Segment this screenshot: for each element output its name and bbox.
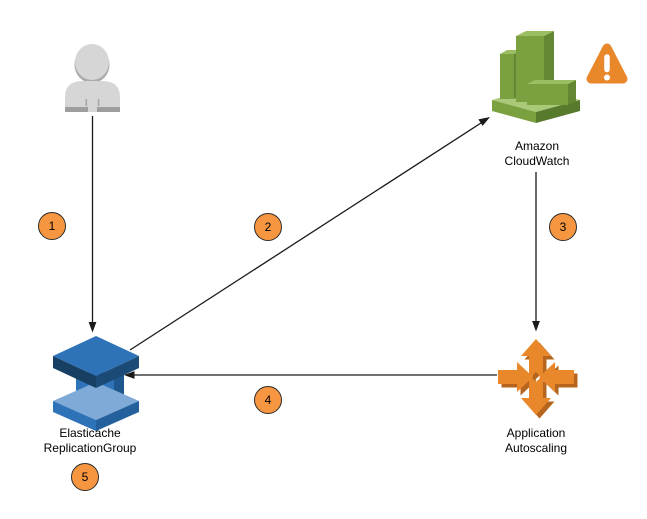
- step-circle-1: 1: [38, 212, 66, 240]
- elasticache-label-line1: Elasticache: [59, 426, 121, 440]
- step-number-5: 5: [81, 470, 89, 484]
- autoscaling-label: Application Autoscaling: [466, 426, 606, 456]
- elasticache-replication-group-icon: [53, 336, 139, 431]
- user-icon: [65, 44, 120, 112]
- step-number-4: 4: [264, 393, 272, 407]
- elasticache-label: Elasticache ReplicationGroup: [20, 426, 160, 456]
- edge-autoscaling-to-elasticache: [124, 371, 497, 379]
- step-circle-2: 2: [254, 213, 282, 241]
- edge-user-to-elasticache: [88, 116, 97, 333]
- cloudwatch-label-line2: CloudWatch: [504, 154, 570, 168]
- cloudwatch-label: Amazon CloudWatch: [467, 139, 607, 169]
- autoscaling-label-line2: Autoscaling: [504, 441, 568, 455]
- application-autoscaling-icon: [498, 339, 578, 419]
- warning-triangle-icon: [586, 43, 628, 84]
- step-circle-4: 4: [254, 386, 282, 414]
- autoscaling-label-line1: Application: [506, 426, 566, 440]
- cloudwatch-label-line1: Amazon: [514, 139, 560, 153]
- elasticache-label-line2: ReplicationGroup: [43, 441, 137, 455]
- step-circle-3: 3: [549, 213, 577, 241]
- step-number-3: 3: [559, 220, 567, 234]
- step-number-1: 1: [48, 219, 56, 233]
- step-circle-5: 5: [71, 463, 99, 491]
- cloudwatch-icon: [492, 31, 580, 123]
- edge-elasticache-to-cloudwatch: [129, 117, 490, 351]
- edge-cloudwatch-to-autoscaling: [532, 172, 540, 332]
- step-number-2: 2: [264, 220, 272, 234]
